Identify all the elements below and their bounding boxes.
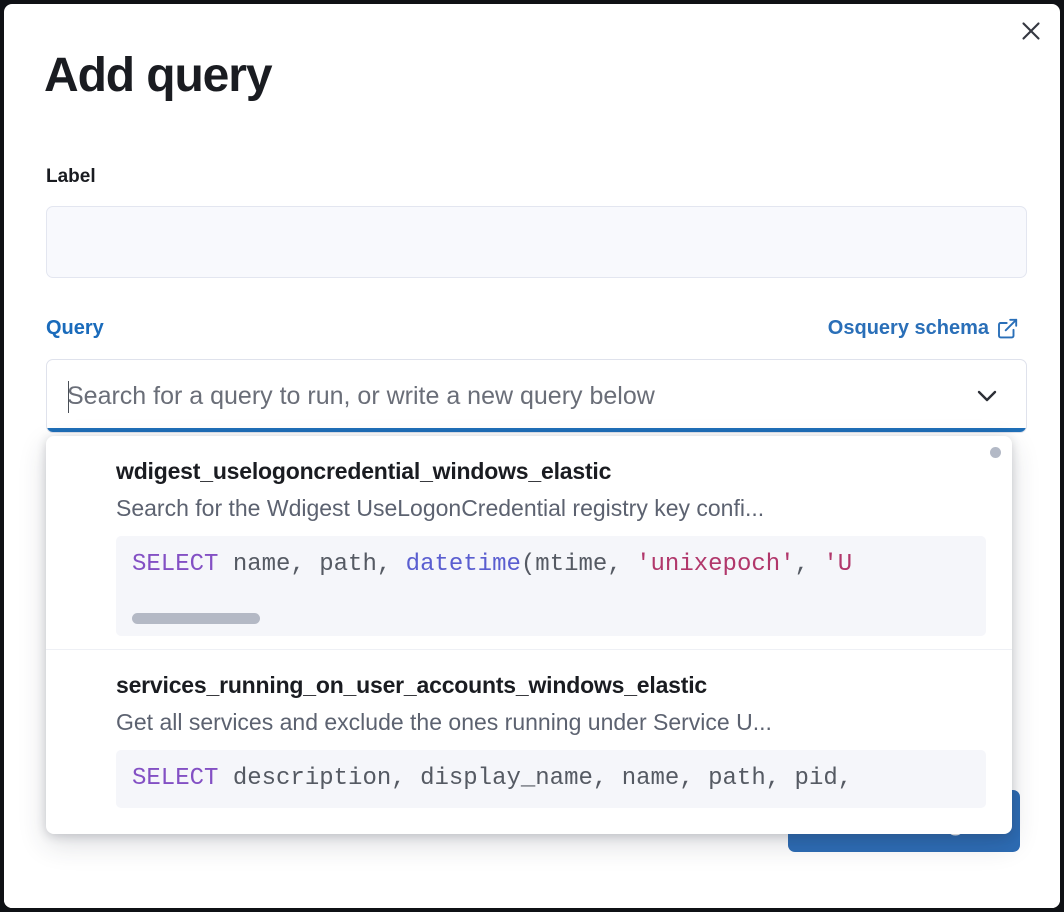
dropdown-option[interactable]: wdigest_uselogoncredential_windows_elast…: [46, 436, 1012, 636]
osquery-schema-link[interactable]: Osquery schema: [828, 317, 1018, 340]
page-title: Add query: [44, 49, 273, 102]
dropdown-option[interactable]: services_running_on_user_accounts_window…: [46, 649, 1012, 808]
dropdown-option-description: Search for the Wdigest UseLogonCredentia…: [116, 495, 765, 521]
dropdown-option-description: Get all services and exclude the ones ru…: [116, 709, 772, 735]
query-combobox-placeholder: Search for a query to run, or write a ne…: [67, 381, 655, 410]
sql-code-line: SELECT name, path, datetime(mtime, 'unix…: [132, 551, 853, 578]
query-combobox[interactable]: Search for a query to run, or write a ne…: [46, 359, 1027, 433]
query-section-label: Query: [46, 317, 104, 339]
sql-code-line: SELECT description, display_name, name, …: [132, 765, 853, 792]
chevron-down-icon[interactable]: [972, 381, 1002, 411]
osquery-schema-link-label: Osquery schema: [827, 317, 989, 339]
close-icon: [1020, 20, 1042, 42]
query-suggestions-dropdown: wdigest_uselogoncredential_windows_elast…: [46, 436, 1012, 834]
dropdown-option-title: wdigest_uselogoncredential_windows_elast…: [116, 458, 612, 484]
close-button[interactable]: [1014, 14, 1048, 48]
dropdown-option-sql-preview: SELECT description, display_name, name, …: [116, 750, 986, 808]
label-input[interactable]: [46, 206, 1027, 278]
dropdown-option-list: wdigest_uselogoncredential_windows_elast…: [46, 436, 1012, 808]
sql-preview-scrollbar[interactable]: [132, 613, 260, 624]
dropdown-option-sql-preview: SELECT name, path, datetime(mtime, 'unix…: [116, 536, 986, 636]
add-query-dialog: Add query Label Query Osquery schema Sea…: [4, 4, 1060, 908]
label-field-label: Label: [46, 166, 96, 187]
dropdown-scrollbar[interactable]: [990, 447, 1001, 458]
external-link-icon: [997, 318, 1018, 339]
dropdown-option-title: services_running_on_user_accounts_window…: [116, 672, 707, 698]
text-caret: [68, 381, 69, 413]
